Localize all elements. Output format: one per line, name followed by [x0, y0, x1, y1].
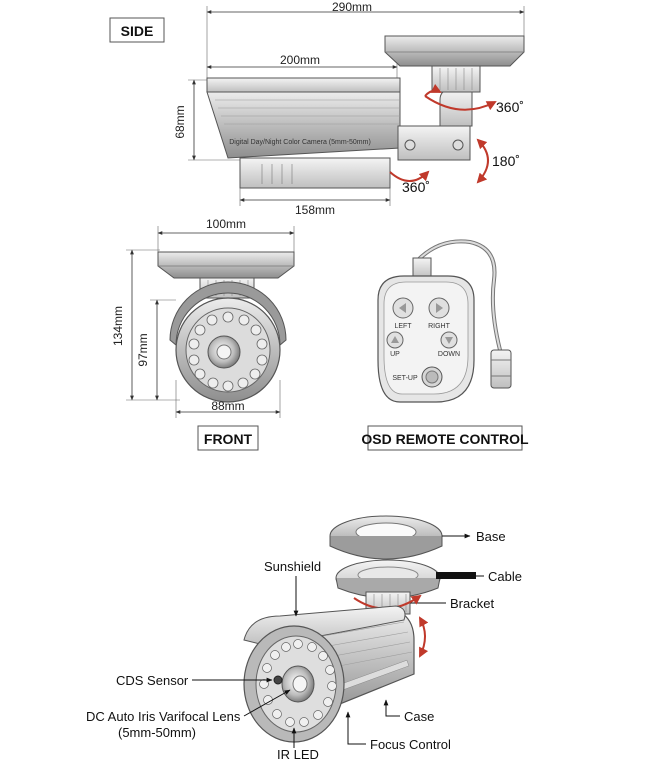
remote-setup-label: SET-UP — [392, 375, 418, 382]
side-body — [206, 91, 401, 159]
side-base-length: 158mm — [295, 203, 335, 217]
side-height: 68mm — [173, 105, 187, 138]
label-cds-sensor: CDS Sensor — [116, 673, 189, 688]
front-mount-base — [157, 251, 295, 279]
front-title: FRONT — [204, 431, 253, 447]
side-camera-label: Digital Day/Night Color Camera (5mm-50mm… — [229, 139, 371, 146]
side-body-length: 200mm — [280, 53, 320, 67]
remote-left-label: LEFT — [394, 323, 412, 330]
remote-up-label: UP — [390, 351, 400, 358]
label-focus-control: Focus Control — [370, 737, 451, 752]
remote-title-box — [367, 425, 523, 451]
front-overall-height: 134mm — [111, 306, 125, 346]
label-lens-line1: DC Auto Iris Varifocal Lens — [86, 709, 241, 724]
label-base: Base — [476, 529, 506, 544]
label-ir-led: IR LED — [277, 747, 319, 762]
side-rotation-bottom: 360˚ — [402, 179, 430, 195]
exploded-cable — [436, 572, 476, 579]
front-view: 100mm 134mm 97mm — [111, 217, 295, 451]
front-body-width: 88mm — [211, 399, 244, 413]
exploded-ir-leds — [259, 639, 337, 727]
remote-connector — [490, 349, 512, 389]
front-ir-leds — [188, 311, 268, 392]
side-title: SIDE — [121, 23, 154, 39]
side-view: SIDE 290mm 200mm 68mm Digital Day/Night … — [109, 0, 525, 217]
label-lens-line2: (5mm-50mm) — [118, 725, 196, 740]
exploded-view: Base Cable Bracket — [86, 515, 522, 762]
label-sunshield: Sunshield — [264, 559, 321, 574]
label-case: Case — [404, 709, 434, 724]
remote-right-label: RIGHT — [428, 323, 451, 330]
remote-title: OSD REMOTE CONTROL — [361, 431, 529, 447]
side-rotation-tilt: 180˚ — [492, 153, 520, 169]
front-title-box — [197, 425, 259, 451]
front-top-width: 100mm — [206, 217, 246, 231]
side-rotation-top: 360˚ — [496, 99, 524, 115]
osd-remote: LEFT RIGHT UP DOWN SET-UP OSD REMOTE CON… — [361, 239, 529, 451]
label-bracket: Bracket — [450, 596, 494, 611]
side-lower-housing — [239, 157, 391, 189]
front-body-height: 97mm — [136, 333, 150, 366]
side-mount-base — [384, 35, 525, 67]
side-sunshield — [206, 77, 401, 93]
label-cable: Cable — [488, 569, 522, 584]
remote-down-label: DOWN — [438, 351, 460, 358]
front-sunshield — [169, 281, 287, 347]
exploded-cds-sensor — [273, 675, 283, 685]
side-title-box — [109, 17, 165, 43]
side-overall-width: 290mm — [332, 0, 372, 14]
